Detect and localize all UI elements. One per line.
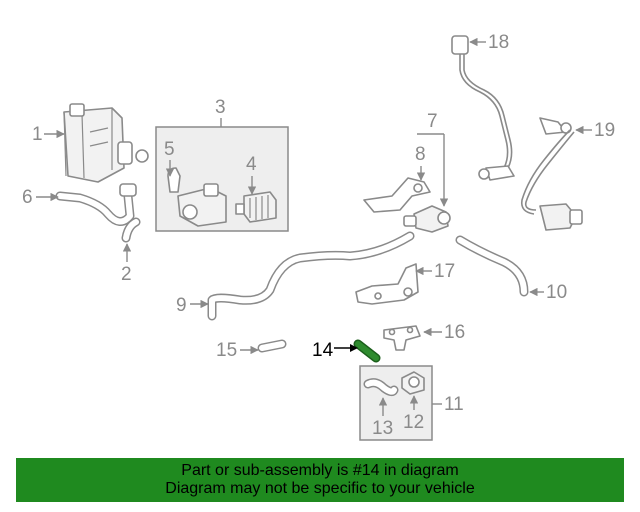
part-12-valve[interactable] (401, 371, 425, 395)
callout-14: 14 (312, 340, 334, 361)
callout-11: 11 (444, 394, 464, 415)
part-17-bracket[interactable] (355, 263, 419, 305)
callout-10: 10 (546, 282, 567, 303)
callout-16: 16 (444, 322, 465, 343)
callout-13: 13 (372, 418, 393, 439)
part-10-hose[interactable] (455, 235, 529, 297)
part-19-oxygen-sensor[interactable] (520, 117, 583, 231)
part-13-hose[interactable] (363, 378, 399, 397)
part-18-oxygen-sensor[interactable] (451, 35, 515, 181)
callout-7: 7 (427, 111, 438, 132)
part-6-hose[interactable] (55, 183, 137, 226)
callout-2: 2 (121, 264, 132, 285)
callout-3: 3 (215, 97, 226, 118)
info-banner: Part or sub-assembly is #14 in diagram D… (16, 458, 624, 502)
part-14-hose-highlighted[interactable] (353, 339, 381, 363)
part-7-vacuum-switching-valve[interactable] (403, 205, 451, 233)
part-1-charcoal-canister[interactable] (63, 103, 149, 183)
callout-18: 18 (488, 32, 509, 53)
part-9-hose[interactable] (207, 231, 415, 321)
part-2-hose[interactable] (121, 217, 141, 243)
part-5-valve[interactable] (167, 167, 227, 227)
part-4-vacuum-switching-valve[interactable] (235, 191, 277, 223)
callout-1: 1 (32, 124, 43, 145)
callout-19: 19 (594, 120, 615, 141)
leader-14-arrow (350, 344, 358, 352)
banner-line-2: Diagram may not be specific to your vehi… (165, 480, 475, 497)
callout-8: 8 (415, 144, 426, 165)
part-15-hose[interactable] (257, 339, 287, 353)
callout-12: 12 (403, 412, 424, 433)
callout-5: 5 (164, 139, 175, 160)
callout-17: 17 (434, 261, 455, 282)
callout-4: 4 (246, 154, 257, 175)
part-8-bracket[interactable] (363, 177, 431, 213)
part-16-bracket[interactable] (383, 325, 421, 351)
banner-line-1: Part or sub-assembly is #14 in diagram (181, 462, 459, 479)
callout-6: 6 (22, 187, 33, 208)
callout-15: 15 (216, 340, 237, 361)
callout-9: 9 (176, 295, 187, 316)
